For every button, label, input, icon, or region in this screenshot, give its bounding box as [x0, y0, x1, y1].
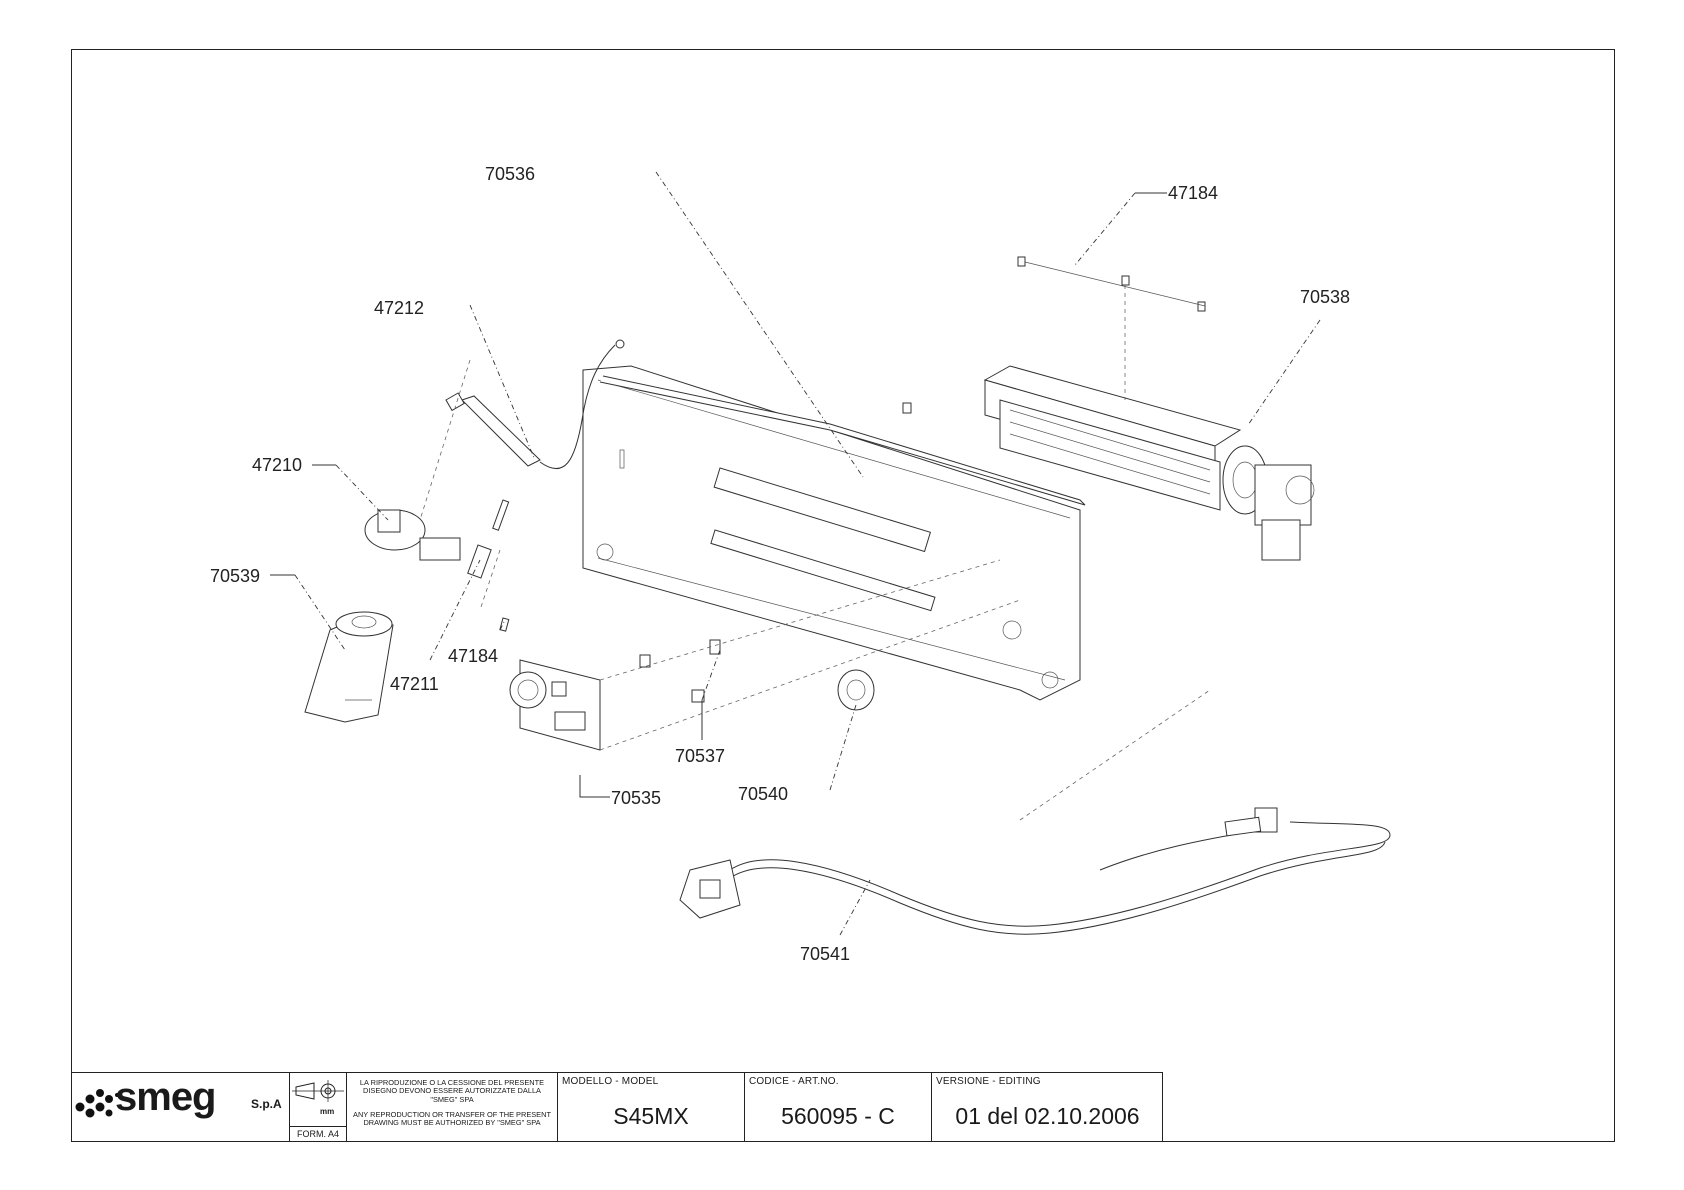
part-label-47210: 47210	[252, 455, 302, 475]
part-label-70537: 70537	[675, 746, 725, 766]
leader-lines	[270, 171, 1321, 936]
article-code-value: 560095 - C	[781, 1103, 895, 1129]
title-block: smeg S.p.A mm FORM. A4 LA RIPRODUZIONE O…	[71, 1072, 1163, 1142]
part-label-70539: 70539	[210, 566, 260, 586]
thermostat-assembly-drawing	[364, 359, 510, 632]
model-caption: MODELLO - MODEL	[562, 1076, 659, 1087]
unit-label: mm	[320, 1107, 335, 1116]
version-value: 01 del 02.10.2006	[955, 1103, 1140, 1129]
drawing-sheet-border	[71, 49, 1615, 1142]
version-caption: VERSIONE - EDITING	[936, 1076, 1041, 1087]
model-value: S45MX	[613, 1103, 689, 1129]
copyright-notice-italian: LA RIPRODUZIONE O LA CESSIONE DEL PRESEN…	[359, 1078, 545, 1104]
screw-set-top-drawing	[902, 256, 1206, 414]
article-code-cell: CODICE - ART.NO. 560095 - C	[744, 1073, 931, 1141]
thermostat-probe-drawing	[445, 339, 625, 469]
version-cell: VERSIONE - EDITING 01 del 02.10.2006	[931, 1073, 1163, 1141]
smeg-logo-icon	[75, 1089, 119, 1118]
model-cell: MODELLO - MODEL S45MX	[557, 1073, 744, 1141]
part-label-47184-bottom: 47184	[448, 646, 498, 666]
part-label-70538: 70538	[1300, 287, 1350, 307]
part-label-70540: 70540	[738, 784, 788, 804]
company-legal-suffix: S.p.A	[251, 1097, 282, 1111]
back-panel-drawing	[582, 365, 1086, 701]
copyright-notice-english: ANY REPRODUCTION OR TRANSFER OF THE PRES…	[353, 1110, 551, 1128]
projection-method-icon	[292, 1080, 344, 1102]
part-number-labels: 70536 47184 70538 47212 47210 70539 4718…	[210, 164, 1350, 964]
copyright-notice-cell: LA RIPRODUZIONE O LA CESSIONE DEL PRESEN…	[346, 1073, 557, 1141]
part-label-70536: 70536	[485, 164, 535, 184]
capacitor-drawing	[304, 611, 394, 723]
control-board-drawing	[509, 559, 1021, 751]
part-label-70535: 70535	[611, 788, 661, 808]
tangential-fan-drawing	[983, 365, 1315, 561]
part-label-47211: 47211	[390, 674, 439, 694]
company-logo-text: smeg	[115, 1075, 216, 1119]
projection-symbol-cell: mm FORM. A4	[289, 1073, 346, 1141]
part-label-47184-top: 47184	[1168, 183, 1218, 203]
article-code-caption: CODICE - ART.NO.	[749, 1076, 839, 1087]
part-label-70541: 70541	[800, 944, 850, 964]
part-label-47212: 47212	[374, 298, 424, 318]
company-logo-cell: smeg S.p.A	[71, 1073, 289, 1141]
wiring-harness-drawing	[679, 689, 1391, 935]
form-size-label: FORM. A4	[290, 1126, 346, 1139]
